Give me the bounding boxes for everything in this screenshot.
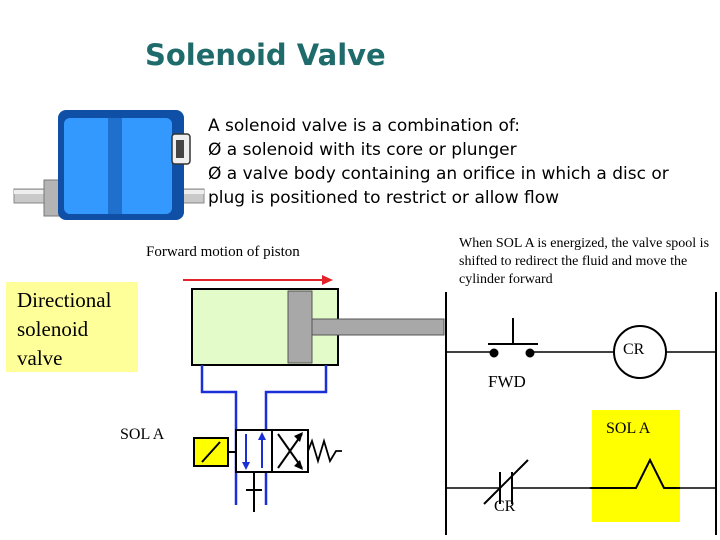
- bullet-icon: Ø: [208, 140, 222, 160]
- nc-contact: [483, 459, 529, 505]
- callout-line-1: Directional: [17, 288, 112, 312]
- page-title: Solenoid Valve: [145, 38, 386, 72]
- description-line-2: Ø a solenoid with its core or plunger: [208, 140, 517, 160]
- callout-box: [6, 282, 138, 372]
- callout-line-3: valve: [17, 346, 63, 370]
- callout-text: Directional solenoid valve: [17, 286, 111, 373]
- forward-arrow-icon: [183, 275, 333, 285]
- valve-solenoid-label: SOL A: [120, 426, 165, 443]
- ladder-caption: When SOL A is energized, the valve spool…: [459, 236, 710, 287]
- pushbutton-label: FWD: [488, 372, 526, 391]
- ladder-solenoid-label: SOL A: [606, 420, 651, 437]
- solenoid-valve-photo: [13, 110, 205, 220]
- coil-label: CR: [623, 341, 645, 358]
- description-line-3: Ø a valve body containing an orifice in …: [208, 164, 669, 184]
- ladder-diagram: [445, 292, 717, 535]
- relay-coil: [613, 325, 667, 379]
- solenoid-coil: [590, 410, 680, 522]
- contact-label: CR: [494, 498, 516, 515]
- callout-line-2: solenoid: [17, 317, 89, 341]
- bullet-icon: Ø: [208, 164, 222, 184]
- description-line-1: A solenoid valve is a combination of:: [208, 116, 520, 136]
- description-line-4: plug is positioned to restrict or allow …: [208, 188, 560, 208]
- cylinder-caption: Forward motion of piston: [146, 244, 300, 260]
- four-way-valve-symbol: [193, 429, 342, 512]
- double-acting-cylinder: [191, 288, 445, 366]
- description: A solenoid valve is a combination of: Ø …: [208, 114, 669, 210]
- pushbutton-contact: [488, 318, 538, 358]
